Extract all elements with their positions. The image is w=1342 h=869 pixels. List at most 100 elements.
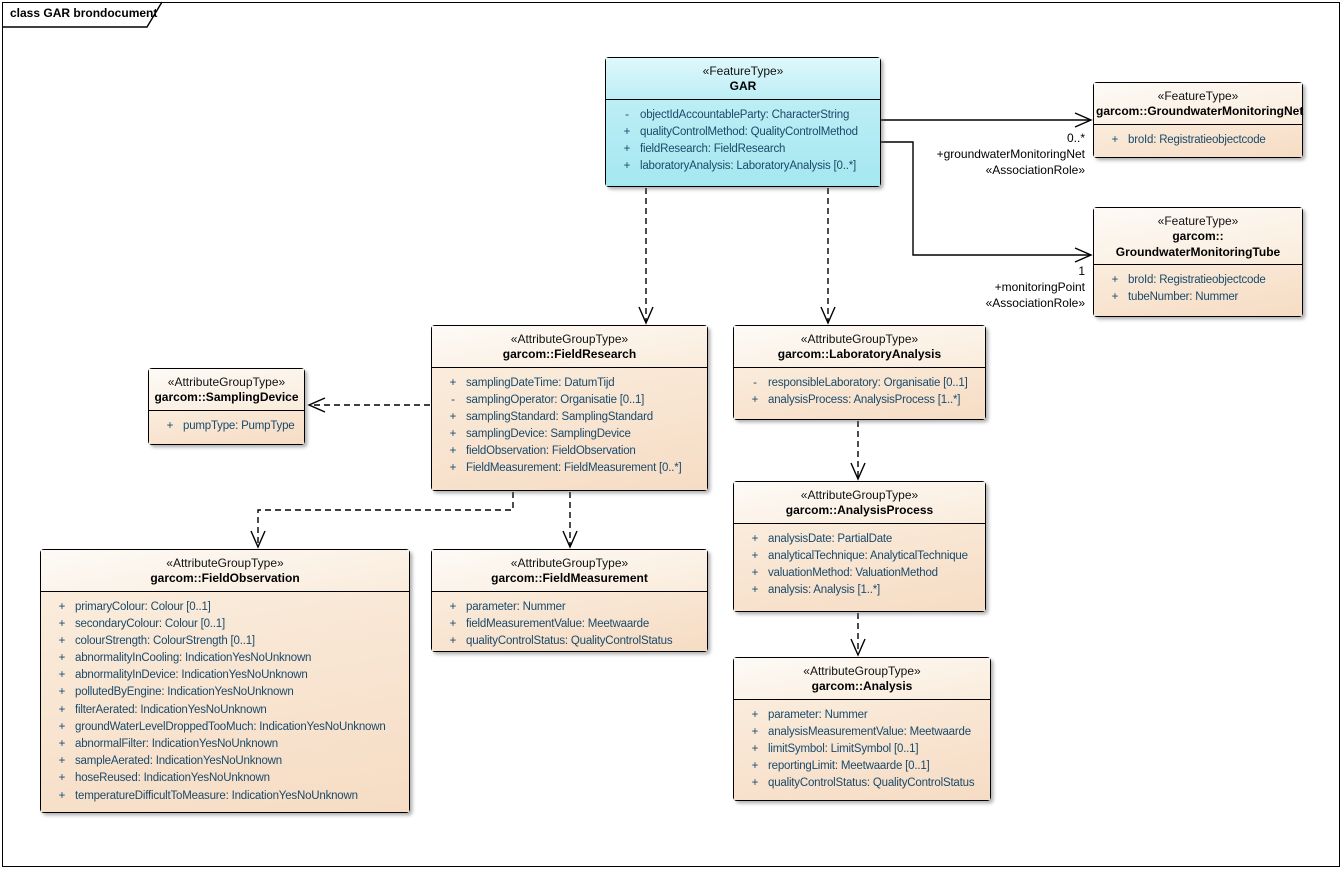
attribute-row: +parameter: Nummer: [440, 597, 703, 614]
class-analysisprocess[interactable]: «AttributeGroupType» garcom::AnalysisPro…: [733, 481, 986, 612]
attribute-text: analysisDate: PartialDate: [768, 532, 893, 545]
multiplicity-label: 0..*: [1066, 131, 1085, 145]
class-analysis[interactable]: «AttributeGroupType» garcom::Analysis + p…: [733, 657, 991, 801]
class-fieldresearch[interactable]: «AttributeGroupType» garcom::FieldResear…: [431, 325, 708, 491]
attributes-compartment: +broId: Registratieobjectcode: [1094, 124, 1302, 157]
class-laboratoryanalysis[interactable]: «AttributeGroupType» garcom::LaboratoryA…: [733, 325, 986, 420]
attribute-text: filterAerated: IndicationYesNoUnknown: [75, 703, 267, 716]
visibility-symbol: +: [623, 125, 631, 138]
attribute-row: + temperatureDifficultToMeasure: Indicati…: [49, 786, 405, 803]
class-fieldobservation-header: «AttributeGroupType» garcom::FieldObserv…: [41, 550, 409, 592]
attribute-text: samplingDateTime: DatumTijd: [466, 376, 615, 389]
class-name: garcom:: GroundwaterMonitoringTube: [1115, 229, 1281, 259]
open-arrow-icon: [638, 306, 654, 325]
class-fieldresearch-header: «AttributeGroupType» garcom::FieldResear…: [432, 326, 707, 368]
visibility-symbol: +: [58, 686, 66, 699]
stereotype-label: «FeatureType»: [1157, 214, 1239, 228]
class-fieldobservation[interactable]: «AttributeGroupType» garcom::FieldObserv…: [40, 549, 410, 813]
visibility-symbol: +: [751, 777, 759, 790]
visibility-symbol: +: [751, 708, 759, 721]
attributes-compartment: +parameter: Nummer +analysisMeasurementV…: [734, 699, 990, 800]
attributes-compartment: -responsibleLaboratory: Organisatie [0..…: [734, 367, 985, 419]
attribute-row: + samplingDevice: SamplingDevice: [440, 424, 703, 441]
class-samplingdevice-header: «AttributeGroupType» garcom::SamplingDev…: [149, 369, 304, 411]
visibility-symbol: +: [449, 617, 457, 630]
frame-tab-outline: [2, 1, 163, 28]
attributes-compartment: +parameter: Nummer +fieldMeasurementValu…: [432, 591, 707, 651]
attributes-compartment: +analysisDate: PartialDate +analyticalTe…: [734, 523, 985, 611]
attribute-text: valuationMethod: ValuationMethod: [768, 566, 938, 579]
attribute-row: -samplingOperator: Organisatie [0..1]: [440, 390, 703, 407]
association-stereotype-label: «AssociationRole»: [985, 296, 1085, 310]
attribute-text: analysisProcess: AnalysisProcess [1..*]: [768, 393, 961, 406]
attribute-row: + limitSymbol: LimitSymbol [0..1]: [742, 739, 986, 756]
class-groundwatermonitoringtube-header: «FeatureType» garcom:: GroundwaterMonito…: [1094, 208, 1302, 265]
open-arrow-icon: [1074, 112, 1093, 128]
class-samplingdevice[interactable]: «AttributeGroupType» garcom::SamplingDev…: [148, 368, 305, 445]
class-groundwatermonitoringnet[interactable]: «FeatureType» garcom::GroundwaterMonitor…: [1093, 82, 1303, 158]
attribute-row: +secondaryColour: Colour [0..1]: [49, 614, 405, 631]
visibility-symbol: -: [753, 376, 757, 389]
attribute-row: +broId: Registratieobjectcode: [1102, 270, 1298, 287]
attribute-row: +colourStrength: ColourStrength [0..1]: [49, 631, 405, 648]
class-name: garcom::AnalysisProcess: [785, 503, 934, 517]
attribute-row: + samplingDateTime: DatumTijd: [440, 373, 703, 390]
attributes-compartment: +primaryColour: Colour [0..1] +secondary…: [41, 591, 409, 812]
attribute-text: sampleAerated: IndicationYesNoUnknown: [75, 755, 282, 768]
attribute-row: +samplingStandard: SamplingStandard: [440, 407, 703, 424]
visibility-symbol: +: [751, 742, 759, 755]
attributes-compartment: +pumpType: PumpType: [149, 410, 304, 444]
visibility-symbol: +: [58, 789, 66, 802]
visibility-symbol: +: [751, 532, 759, 545]
stereotype-label: «AttributeGroupType»: [167, 375, 286, 389]
class-analysisprocess-header: «AttributeGroupType» garcom::AnalysisPro…: [734, 482, 985, 524]
class-gar[interactable]: «FeatureType» GAR -objectIdAccountablePa…: [605, 57, 881, 187]
attributes-compartment: -objectIdAccountableParty: CharacterStri…: [606, 99, 880, 186]
attribute-row: + parameter: Nummer: [742, 705, 986, 722]
attribute-text: parameter: Nummer: [768, 708, 868, 721]
attribute-row: +laboratoryAnalysis: LaboratoryAnalysis …: [614, 156, 876, 173]
attribute-text: samplingDevice: SamplingDevice: [466, 428, 631, 441]
attribute-text: objectIdAccountableParty: CharacterStrin…: [640, 108, 850, 121]
attribute-text: limitSymbol: LimitSymbol [0..1]: [768, 742, 919, 755]
attribute-row: +broId: Registratieobjectcode: [1102, 130, 1298, 147]
visibility-symbol: +: [58, 772, 66, 785]
stereotype-label: «AttributeGroupType»: [803, 664, 921, 678]
open-arrow-icon: [850, 638, 866, 657]
open-arrow-icon: [250, 530, 266, 549]
attribute-row: +reportingLimit: Meetwaarde [0..1]: [742, 756, 986, 773]
visibility-symbol: +: [449, 376, 457, 389]
class-fieldmeasurement[interactable]: «AttributeGroupType» garcom::FieldMeasur…: [431, 549, 708, 652]
visibility-symbol: +: [751, 566, 759, 579]
attribute-row: +FieldMeasurement: FieldMeasurement [0..…: [440, 458, 703, 475]
attribute-text: temperatureDifficultToMeasure: Indicatio…: [75, 789, 358, 802]
attribute-text: qualityControlStatus: QualityControlStat…: [768, 777, 975, 790]
role-label: +groundwaterMonitoringNet: [936, 147, 1085, 161]
stereotype-label: «AttributeGroupType»: [800, 332, 919, 346]
visibility-symbol: +: [449, 428, 457, 441]
stereotype-label: «AttributeGroupType»: [510, 556, 629, 570]
class-groundwatermonitoringtube[interactable]: «FeatureType» garcom:: GroundwaterMonito…: [1093, 207, 1303, 317]
class-name: garcom::Analysis: [811, 679, 913, 693]
attribute-text: abnormalFilter: IndicationYesNoUnknown: [75, 738, 278, 750]
open-arrow-icon: [562, 530, 578, 549]
visibility-symbol: +: [751, 760, 759, 773]
visibility-symbol: +: [751, 393, 759, 406]
visibility-symbol: +: [751, 725, 759, 738]
attribute-row: +primaryColour: Colour [0..1]: [49, 597, 405, 614]
attribute-row: + qualityControlStatus: QualityControlSta…: [742, 773, 986, 790]
attribute-row: +analysis: Analysis [1..*]: [742, 580, 981, 597]
visibility-symbol: +: [58, 600, 66, 613]
visibility-symbol: +: [58, 720, 66, 733]
class-groundwatermonitoringnet-header: «FeatureType» garcom::GroundwaterMonitor…: [1094, 83, 1303, 125]
stereotype-label: «AttributeGroupType»: [166, 556, 284, 570]
attribute-text: tubeNumber: Nummer: [1128, 291, 1239, 304]
attribute-text: abnormalityInCooling: IndicationYesNoUnk…: [75, 652, 312, 665]
visibility-symbol: +: [751, 584, 759, 597]
attribute-text: broId: Registratieobjectcode: [1128, 274, 1266, 286]
attribute-text: fieldObservation: FieldObservation: [466, 445, 636, 458]
attributes-compartment: +broId: Registratieobjectcode +tubeNumbe…: [1094, 265, 1302, 316]
attribute-row: +fieldResearch: FieldResearch: [614, 139, 876, 156]
visibility-symbol: +: [58, 738, 66, 750]
